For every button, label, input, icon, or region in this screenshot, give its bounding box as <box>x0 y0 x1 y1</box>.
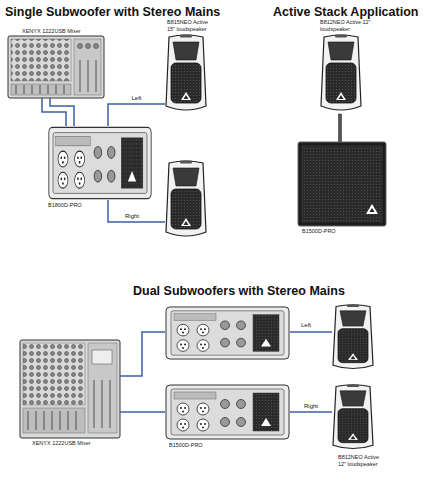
audio-cable <box>120 411 165 413</box>
subwoofer-cabinet-part <box>298 142 386 226</box>
channel-label: Right <box>124 213 140 220</box>
speaker-label: B812NEO Active 12" loudspeaker <box>338 454 388 467</box>
mixer-drawing <box>20 340 120 438</box>
speaker-drawing <box>333 384 373 448</box>
audio-cable <box>290 411 332 413</box>
channel-label: Left <box>300 322 312 329</box>
mixer-drawing-part <box>11 84 71 95</box>
subwoofer-label: B1500D-PRO <box>169 442 229 449</box>
subwoofer-node: B1500D-PRO <box>298 142 386 226</box>
audio-cable <box>290 331 332 333</box>
audio-cable <box>108 104 165 126</box>
mixer-drawing-part <box>94 44 99 49</box>
mixer-drawing-part <box>11 39 71 81</box>
mixer-drawing <box>8 36 104 98</box>
subwoofer-cabinet <box>298 142 386 226</box>
channel-label: Right <box>303 403 319 410</box>
subwoofer-label: B1500D-PRO <box>302 228 362 235</box>
speaker-drawing <box>166 161 206 237</box>
subwoofer-panel <box>166 307 289 359</box>
mixer-drawing-part <box>86 44 91 49</box>
mixer-drawing-part <box>78 44 83 49</box>
speaker-label: B812NEO Active 12" loudspeaker <box>320 19 372 32</box>
mixer-drawing-part <box>88 343 117 433</box>
subwoofer-cabinet-part <box>370 208 375 212</box>
mixer-label: XENYX 1222USB Mixer <box>22 28 112 35</box>
speaker-node: B812NEO Active 12" loudspeaker <box>332 384 374 452</box>
section-title: Single Subwoofer with Stereo Mains <box>5 5 220 19</box>
speaker-node: B812NEO Active 12" loudspeaker <box>320 34 362 114</box>
mixer-node: XENYX 1222USB Mixer <box>20 340 120 438</box>
mixer-drawing-part <box>8 36 104 98</box>
mixer-drawing-part <box>20 340 120 438</box>
section-title: Dual Subwoofers with Stereo Mains <box>133 284 345 298</box>
mixer-drawing-part <box>92 350 112 364</box>
mixer-node: XENYX 1222USB Mixer <box>8 36 104 98</box>
speaker-pole <box>339 114 342 142</box>
audio-cable <box>42 98 66 126</box>
mixer-drawing-part <box>74 39 101 95</box>
subwoofer-node: B1500D-PRO <box>165 384 290 440</box>
mixer-drawing-part <box>16 60 96 94</box>
subwoofer-panel <box>49 127 151 198</box>
subwoofer-node: B1800D-PRO <box>48 126 152 200</box>
channel-label: Left <box>130 95 142 102</box>
mixer-drawing-part <box>28 380 110 430</box>
subwoofer-cabinet-part <box>302 146 382 222</box>
subwoofer-panel <box>166 385 289 439</box>
subwoofer-cabinet-part <box>366 204 378 214</box>
audio-cable <box>120 332 165 376</box>
audio-cable <box>108 200 165 222</box>
speaker-drawing <box>166 35 206 111</box>
section-title: Active Stack Application <box>273 5 418 19</box>
mixer-label: XENYX 1222USB Mixer <box>32 440 122 447</box>
speaker-node: B815NEO Active 15" loudspeaker <box>165 34 207 114</box>
speaker-drawing <box>321 35 361 111</box>
speaker-label: B815NEO Active 15" loudspeaker <box>167 19 217 32</box>
speaker-drawing <box>333 304 373 368</box>
mixer-drawing-part <box>23 343 85 405</box>
subwoofer-label: B1800D-PRO <box>48 202 108 209</box>
